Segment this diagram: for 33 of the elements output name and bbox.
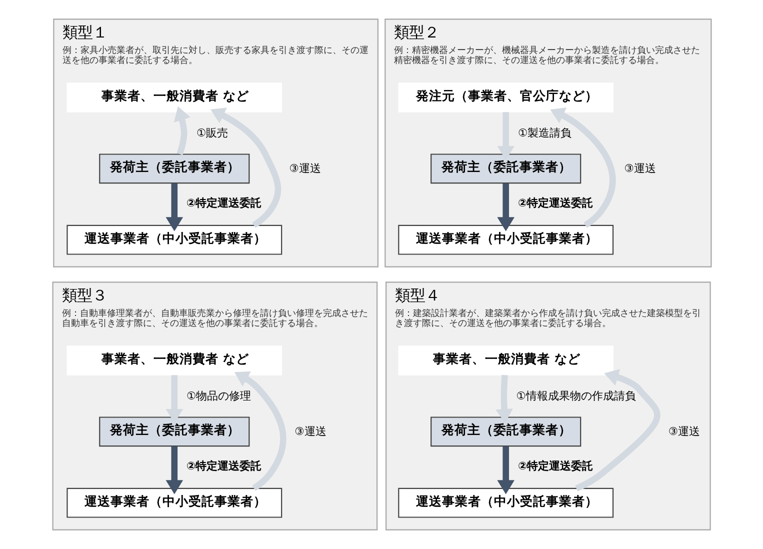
edge-label: ③運送 [288, 162, 320, 175]
edge-label: ①製造請負 [518, 126, 572, 140]
node-box: 運送事業者（中小受託事業者） [66, 488, 282, 518]
edge-label: ②特定運送委託 [518, 460, 593, 473]
edge-label: ③運送 [624, 162, 656, 175]
edge-label: ③運送 [668, 424, 700, 438]
node-box: 発注元（事業者、官公庁など） [398, 82, 613, 112]
edge-label: ①販売 [196, 126, 228, 140]
node-box: 運送事業者（中小受託事業者） [398, 224, 614, 255]
edge-label: ③運送 [294, 424, 326, 438]
arrow [173, 106, 190, 156]
edge-label: ②特定運送委託 [186, 196, 262, 210]
node-box: 発荷主（委託事業者） [98, 416, 250, 447]
node-box: 事業者、一般消費者 など [66, 82, 282, 112]
arrow [234, 371, 286, 491]
edge-label: ①物品の修理 [186, 389, 251, 402]
arrow [165, 446, 183, 494]
arrow [496, 446, 514, 494]
node-box: 事業者、一般消費者 など [398, 346, 613, 376]
node-box: 発荷主（委託事業者） [98, 154, 250, 184]
node-box: 運送事業者（中小受託事業者） [66, 224, 282, 255]
arrow [165, 183, 183, 232]
arrow [550, 108, 616, 228]
node-box: 事業者、一般消費者 など [66, 346, 282, 376]
node-box: 発荷主（委託事業者） [430, 154, 581, 184]
arrow [496, 183, 514, 232]
arrow [574, 368, 660, 492]
edge-label: ①情報成果物の作成請負 [516, 389, 636, 402]
node-box: 運送事業者（中小受託事業者） [398, 488, 614, 518]
arrow [210, 108, 281, 228]
edge-label: ②特定運送委託 [518, 196, 593, 210]
edge-label: ②特定運送委託 [186, 460, 262, 473]
node-box: 発荷主（委託事業者） [430, 416, 581, 447]
